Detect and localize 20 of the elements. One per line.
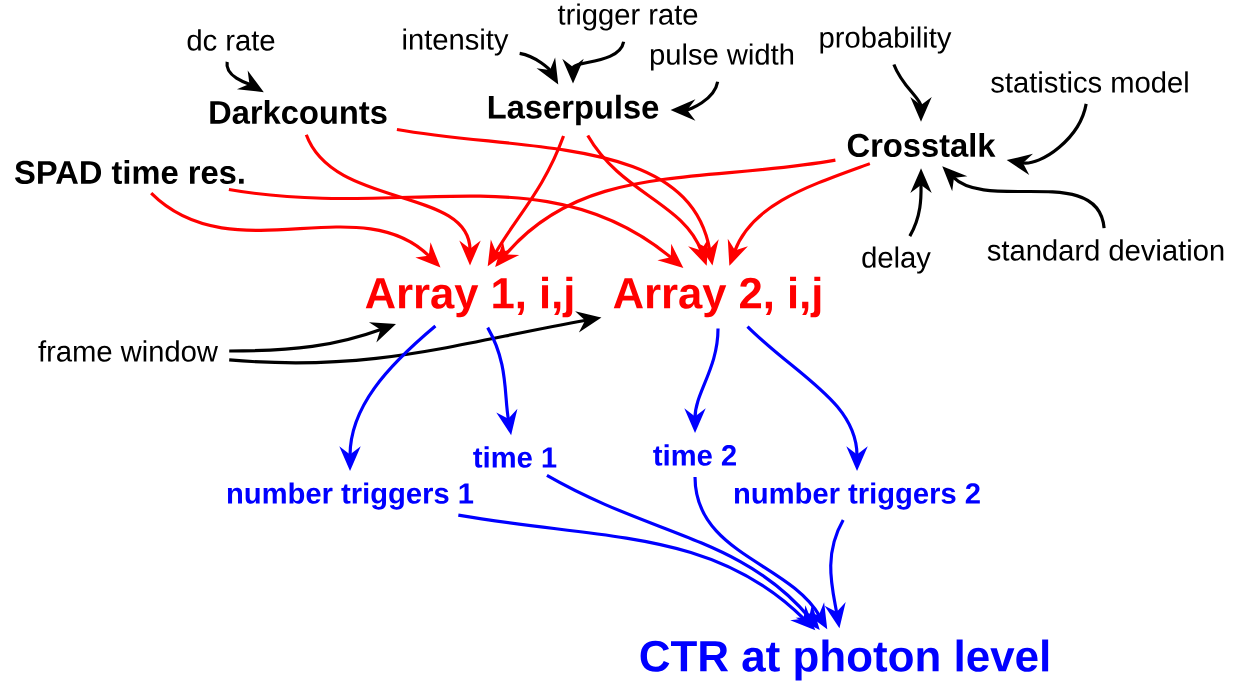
parameter-label: pulse width [650,43,794,71]
result-label: CTR at photon level [640,639,1049,681]
parameter-label: dc rate [187,29,275,51]
effect-label: Laserpulse [488,94,659,126]
parameter-label: delay [862,246,931,274]
effect-label: Darkcounts [210,100,387,124]
effect-label: Crosstalk [847,133,996,157]
parameter-label: trigger rate [557,3,698,31]
effect-label: SPAD time res. [15,160,244,184]
output-label: time 2 [653,444,736,466]
output-label: time 1 [473,446,557,468]
array-label: Array 1, i,j [365,276,573,318]
output-label: number triggers 1 [227,482,474,510]
parameter-label: statistics model [991,71,1188,93]
array-label: Array 2, i,j [613,276,821,318]
parameter-label: intensity [403,28,509,56]
parameter-label: frame window [38,340,218,362]
parameter-label: standard deviation [987,239,1224,261]
parameter-label: probability [820,26,952,54]
output-label: number triggers 2 [734,482,980,510]
